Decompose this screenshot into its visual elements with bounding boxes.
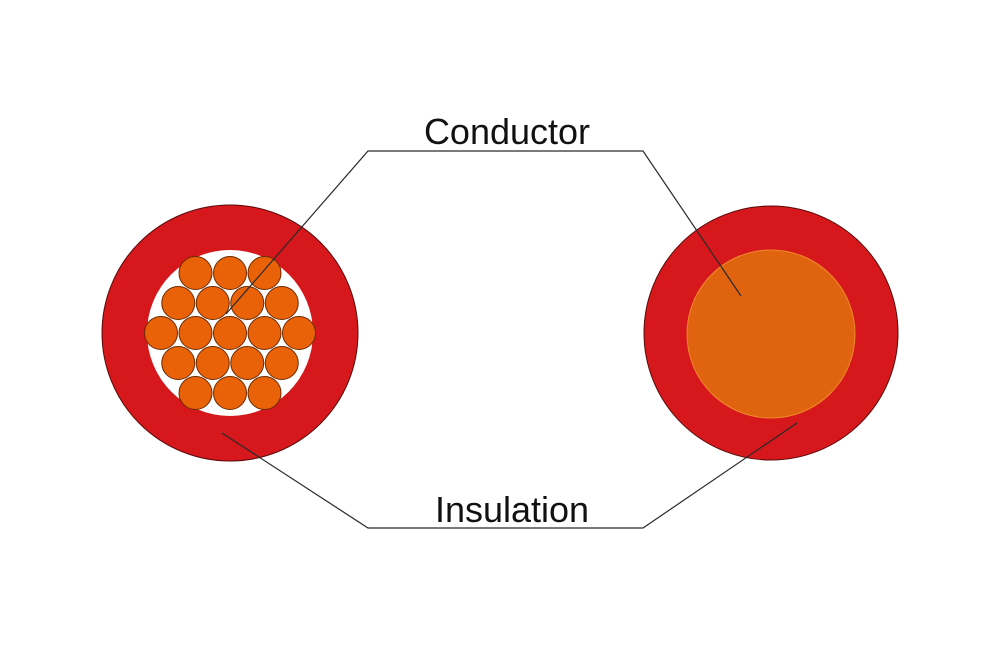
conductor-strand — [144, 316, 178, 350]
conductor-strand — [282, 316, 316, 350]
conductor-strand — [264, 286, 299, 320]
insulation-label: Insulation — [435, 489, 589, 530]
conductor-strand — [247, 256, 282, 290]
conductor-strand — [161, 346, 196, 380]
conductor-strand — [178, 316, 213, 350]
conductor-strand — [178, 376, 213, 410]
conductor-strand — [264, 346, 299, 380]
conductor-leader-line — [225, 150, 742, 315]
conductor-strand — [230, 286, 265, 320]
stranded-cable — [101, 204, 359, 462]
conductor-strand — [213, 316, 247, 350]
insulation-leader-line — [221, 422, 798, 529]
conductor-strand — [195, 346, 230, 380]
solid-cable — [643, 205, 899, 461]
conductor-strand — [195, 286, 230, 320]
conductor-strand — [213, 256, 247, 290]
conductor-strand — [178, 256, 213, 290]
stranded-conductor — [144, 256, 316, 410]
conductor-strand — [247, 376, 282, 410]
conductor-strand — [247, 316, 282, 350]
conductor-strand — [213, 376, 247, 410]
conductor-label: Conductor — [424, 111, 590, 152]
conductor-strand — [161, 286, 196, 320]
solid-conductor — [686, 249, 856, 419]
conductor-strand — [230, 346, 265, 380]
